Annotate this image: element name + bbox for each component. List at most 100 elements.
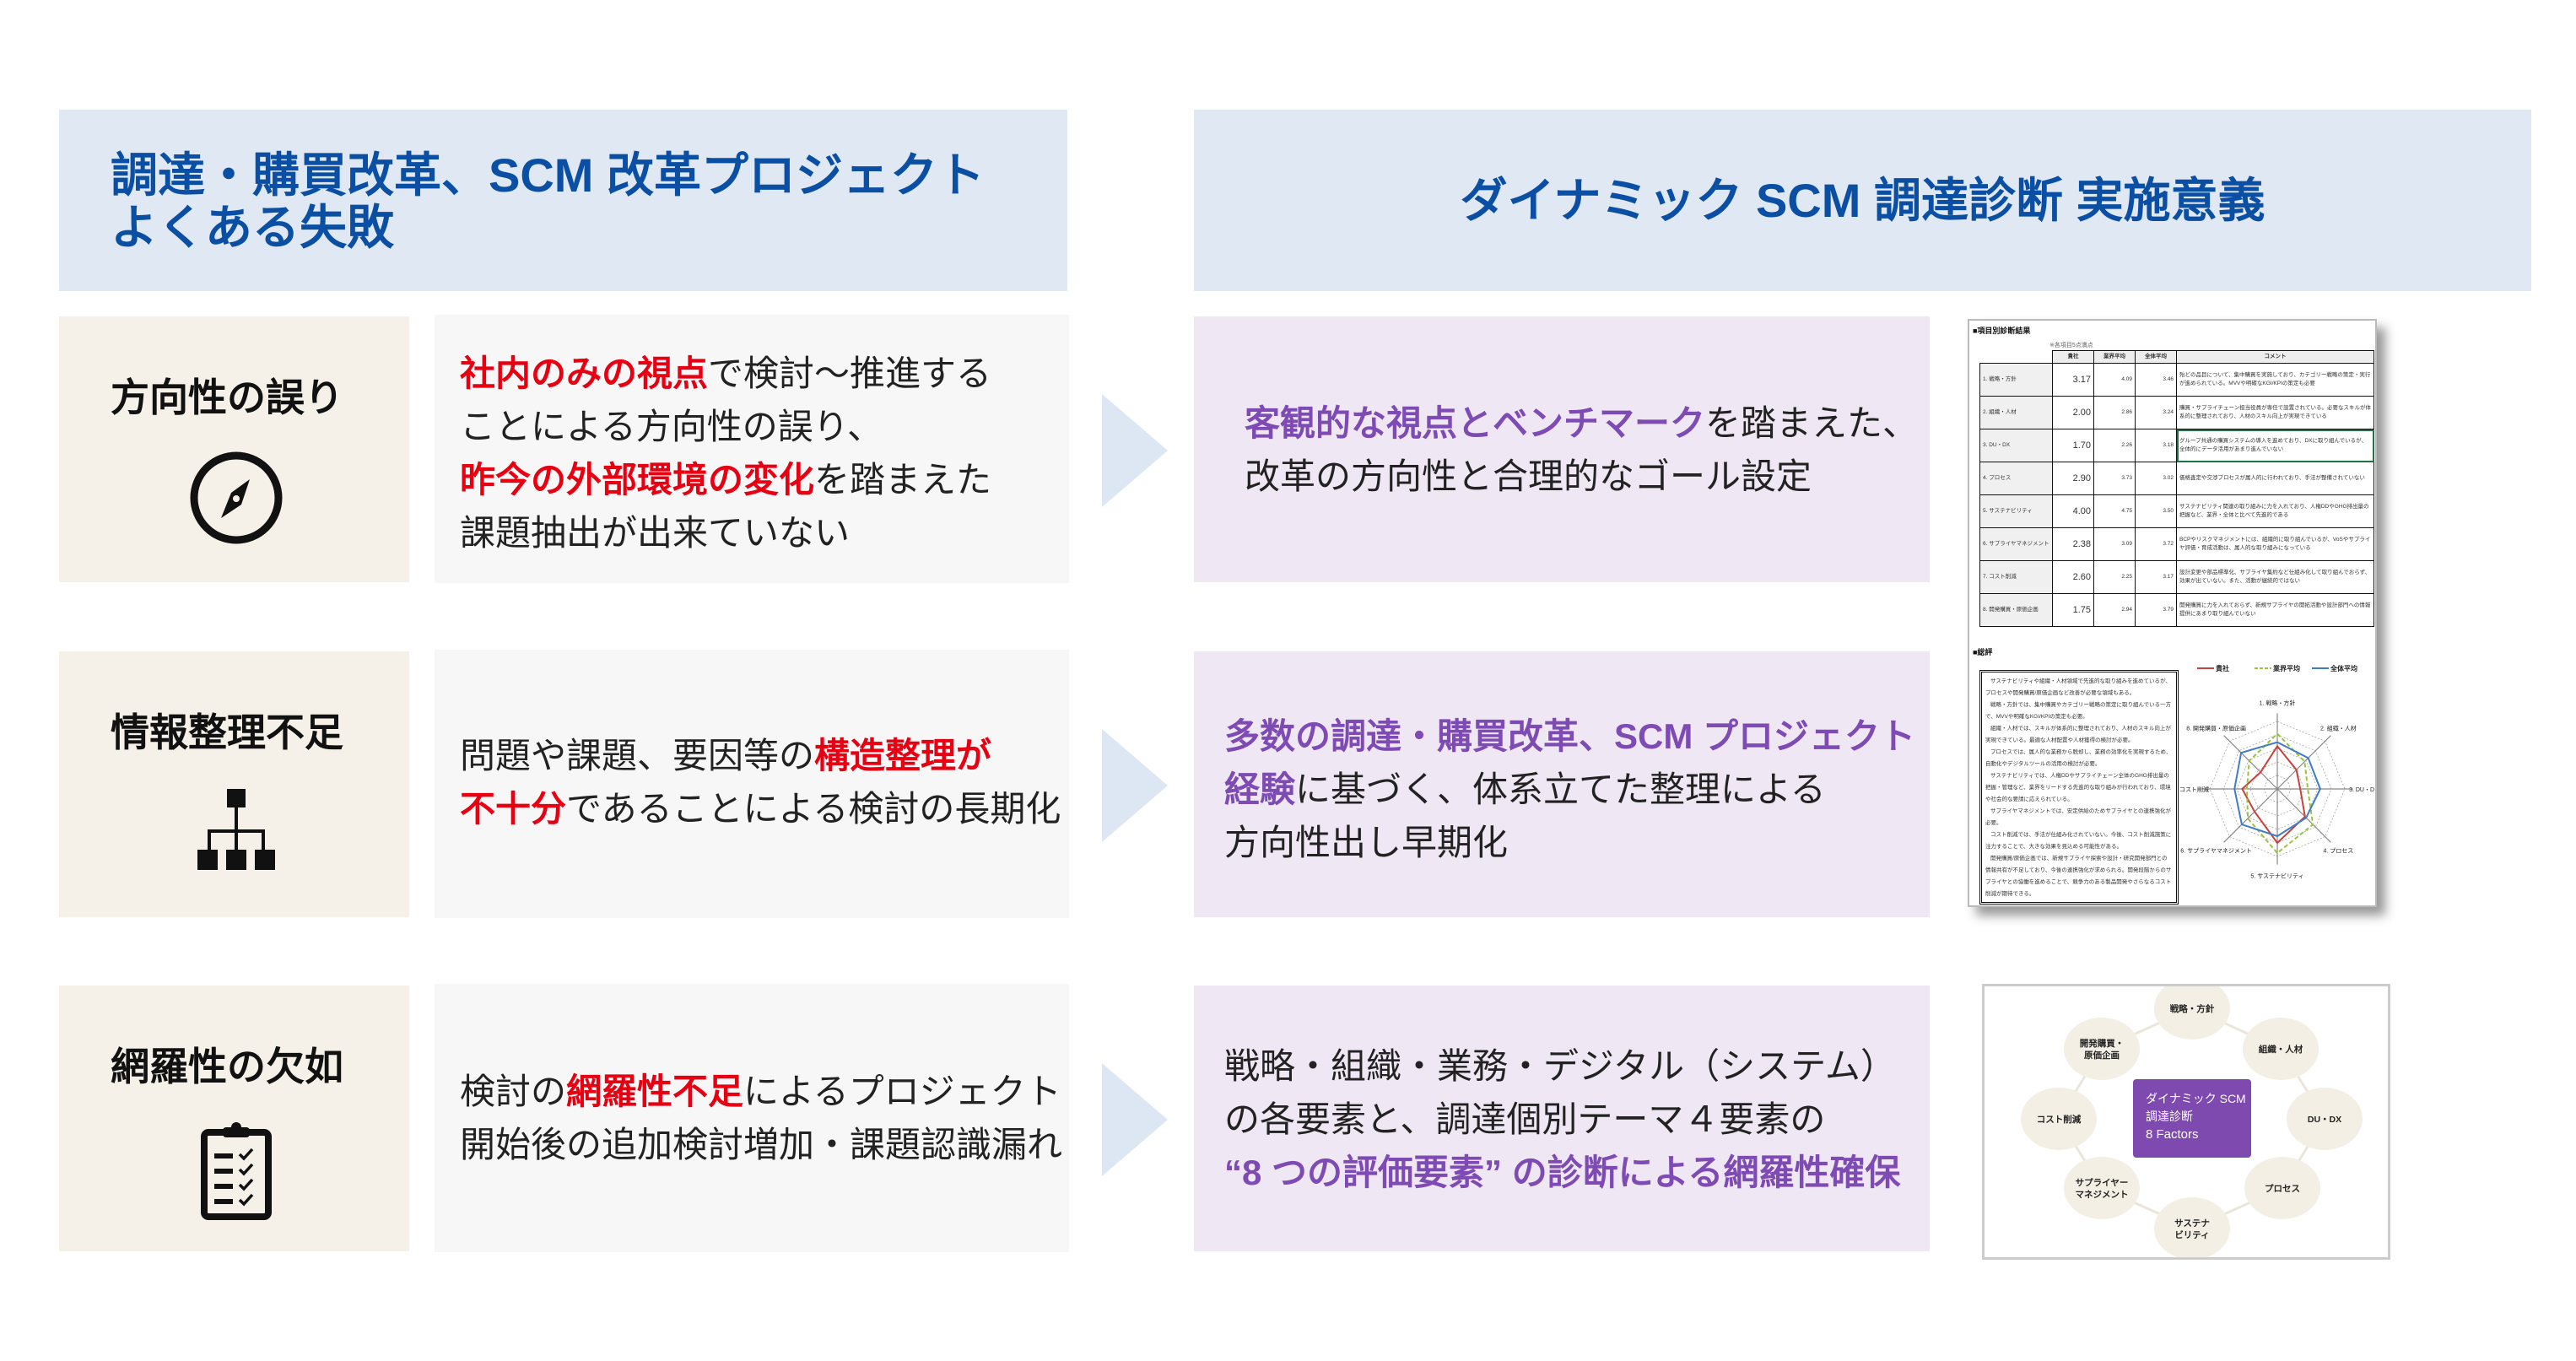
overall-score: 3.02 [2135, 462, 2177, 495]
summary-paragraph: サステナビリティでは、人権DDやサプライチェーン全体のGHG排出量の把握・管理な… [1985, 773, 2171, 802]
item-comment: サステナビリティ関連の取り組みに力を入れており、人権DDやGHG排出量の把握など… [2176, 494, 2374, 528]
overall-score: 3.79 [2135, 593, 2177, 627]
radar-axis-label: 2. 組織・人材 [2320, 725, 2357, 732]
report-note: ※各項目5点満点 [2049, 343, 2093, 348]
summary-paragraph: プロセスでは、属人的な業務から脱却し、業務の効率化を実現するため、自動化やデジタ… [1985, 749, 2172, 767]
item-comment: BCPやリスクマネジメントには、組織的に取り組んでいるが、VoSやサプライヤ評価… [2176, 527, 2374, 561]
issue-label-card: 方向性の誤り [59, 316, 409, 582]
own-score: 1.70 [2052, 429, 2094, 462]
text-line: 社内のみの視点で検討～推進する [460, 353, 991, 395]
arrow-right-icon [1102, 729, 1168, 842]
col-comment: コメント [2176, 350, 2374, 364]
radar-series-1 [2245, 732, 2314, 855]
overall-score: 3.18 [2135, 429, 2177, 462]
col-overall: 全体平均 [2135, 350, 2177, 364]
industry-score: 3.09 [2093, 527, 2136, 561]
compass-icon [186, 447, 287, 548]
highlighted-text: 客観的な視点とベンチマーク [1245, 403, 1706, 443]
report-title: ■項目別診断結果 [1973, 327, 2031, 335]
issue-title: 情報整理不足 [111, 710, 343, 754]
industry-score: 2.94 [2093, 593, 2136, 627]
industry-score: 4.75 [2093, 494, 2136, 528]
center-label: 8 Factors [2146, 1127, 2199, 1142]
text-segment: 戦略・組織・業務・デジタル（システム） [1224, 1046, 1896, 1086]
own-score: 3.17 [2052, 363, 2094, 397]
factors-svg: 戦略・方針組織・人材DU・DXプロセスサステナビリティサプライヤーマネジメントコ… [2021, 977, 2363, 1260]
legend-label: 業界平均 [2272, 664, 2300, 672]
text-line: 検討の網羅性不足によるプロジェクト [460, 1071, 1061, 1113]
highlighted-text: 社内のみの視点 [460, 354, 709, 393]
factor-label: サステナ [2174, 1218, 2210, 1229]
highlighted-text: 多数の調達・購買改革、SCM プロジェクト [1224, 716, 1916, 756]
text-line: 昨今の外部環境の変化を踏まえた [460, 459, 991, 501]
factor-label: サプライヤー [2076, 1177, 2129, 1188]
factor-label: コスト削減 [2037, 1114, 2082, 1125]
overall-score: 3.17 [2135, 560, 2177, 594]
issue-label-card: 網羅性の欠如 [59, 986, 409, 1251]
item-comment: 開発購買に力を入れておらず、新規サプライヤの開拓活動や設計部門への情報提供にあま… [2176, 593, 2374, 627]
text-segment: 方向性出し早期化 [1224, 823, 1509, 862]
summary-title: ■総評 [1973, 648, 1993, 656]
text-line: 開始後の追加検討増加・課題認識漏れ [460, 1124, 1062, 1166]
arrow-right-icon [1102, 1063, 1168, 1176]
text-line: 経験に基づく、体系立てた整理による [1224, 769, 1826, 811]
hierarchy-icon [186, 782, 287, 883]
own-score: 2.38 [2052, 527, 2094, 561]
text-line: の各要素と、調達個別テーマ４要素の [1224, 1099, 1825, 1141]
radar-axis-label: 5. サステナビリティ [2250, 872, 2303, 879]
item-label: 1. 戦略・方針 [1979, 363, 2053, 397]
overall-score: 3.46 [2135, 363, 2177, 397]
solution-card: 多数の調達・購買改革、SCM プロジェクト経験に基づく、体系立てた整理による方向… [1194, 651, 1930, 917]
text-segment: であることによる検討の長期化 [566, 789, 1061, 829]
industry-score: 2.26 [2093, 429, 2136, 462]
legend-label: 貴社 [2216, 664, 2229, 672]
col-own: 貴社 [2052, 350, 2094, 364]
item-label: 3. DU・DX [1979, 429, 2053, 462]
text-line: 問題や課題、要因等の構造整理が [460, 735, 991, 777]
radar-series-2 [2233, 741, 2321, 838]
summary-paragraph: コスト削減では、手法が仕組み化されていない。今後、コスト削減施策に注力することで… [1985, 832, 2172, 850]
item-label: 2. 組織・人材 [1979, 396, 2053, 429]
highlighted-text: 昨今の外部環境の変化 [460, 460, 815, 500]
industry-score: 2.86 [2093, 396, 2136, 429]
text-segment: 検討の [460, 1072, 567, 1111]
text-line: 課題抽出が出来ていない [460, 512, 850, 554]
factor-label: 戦略・方針 [2170, 1003, 2215, 1014]
right-header: ダイナミック SCM 調達診断 実施意義 [1194, 110, 2531, 291]
highlighted-text: 網羅性不足 [566, 1072, 744, 1111]
radar-gridline [2222, 734, 2332, 844]
industry-score: 3.73 [2093, 462, 2136, 495]
industry-score: 2.25 [2093, 560, 2136, 594]
own-score: 1.75 [2052, 593, 2094, 627]
col-industry: 業界平均 [2093, 350, 2136, 364]
left-header: 調達・購買改革、SCM 改革プロジェクト よくある失敗 [59, 110, 1067, 291]
text-segment: 問題や課題、要因等の [460, 736, 815, 775]
text-segment: で検討～推進する [708, 354, 992, 393]
summary-paragraph: 開発購買/原価企画では、新規サプライヤ探索や設計・研究開発部門との情報共有が不足… [1985, 856, 2172, 897]
issue-description: 社内のみの視点で検討～推進することによる方向性の誤り、昨今の外部環境の変化を踏ま… [435, 315, 1069, 583]
factor-label: 組織・人材 [2259, 1044, 2303, 1055]
radar-axis-label: 1. 戦略・方針 [2260, 699, 2296, 707]
factor-node [2287, 1088, 2363, 1150]
item-label: 5. サステナビリティ [1979, 494, 2053, 528]
solution-card: 戦略・組織・業務・デジタル（システム）の各要素と、調達個別テーマ４要素の“8 つ… [1194, 986, 1930, 1251]
text-segment: 課題抽出が出来ていない [460, 513, 851, 553]
text-segment: 開始後の追加検討増加・課題認識漏れ [460, 1125, 1063, 1164]
item-comment: 購買・サプライチェーン担当役員が専任で設置されている。必要なスキルが体系的に整理… [2176, 396, 2374, 429]
factor-label: DU・DX [2308, 1115, 2341, 1125]
highlighted-text: 経験 [1224, 770, 1296, 809]
factor-node [2244, 1157, 2320, 1219]
factor-node [2154, 977, 2230, 1040]
item-label: 8. 開発購買・原価企画 [1979, 593, 2053, 627]
issue-title: 方向性の誤り [111, 375, 343, 419]
text-segment: を踏まえた [814, 460, 992, 500]
summary-paragraph: 戦略・方針では、集中購買やカテゴリー戦略の策定に取り組んでいる一方で、MVVや明… [1985, 702, 2172, 720]
left-header-line2: よくある失敗 [111, 201, 394, 254]
industry-score: 4.09 [2093, 363, 2136, 397]
